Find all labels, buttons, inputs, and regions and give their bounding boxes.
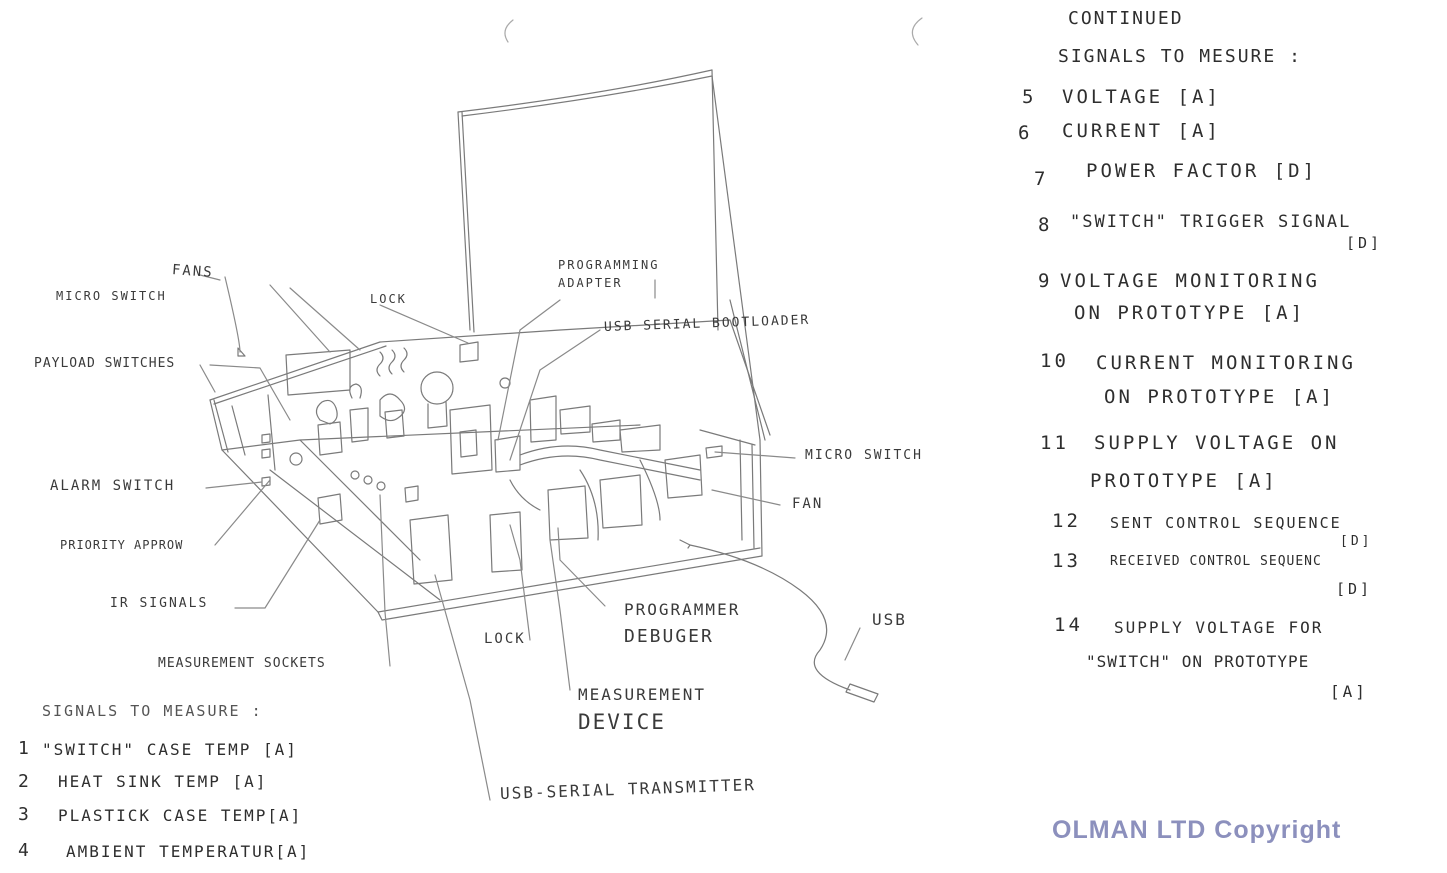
- signals-left-num-3: 3: [18, 804, 31, 825]
- signals-left-text-2: HEAT SINK TEMP [A]: [58, 772, 268, 791]
- signal-14-cont: "SWITCH" ON PROTOTYPE: [1086, 652, 1310, 671]
- case-body: [209, 319, 771, 621]
- signal-14-cont2: [A]: [1330, 682, 1368, 701]
- label-ir-signals: IR SIGNALS: [110, 596, 209, 611]
- signal-8-cont: [D]: [1346, 234, 1383, 252]
- signal-12-text: SENT CONTROL SEQUENCE: [1110, 514, 1342, 532]
- label-programming-adapter-2: ADAPTER: [558, 276, 623, 290]
- signal-13-text: RECEIVED CONTROL SEQUENC: [1110, 554, 1322, 569]
- label-measurement-device-1: MEASUREMENT: [578, 685, 706, 704]
- signal-6-num: 6: [1018, 122, 1033, 144]
- label-lock-top: LOCK: [370, 292, 407, 306]
- label-usb: USB: [872, 610, 907, 629]
- signal-8-text: "SWITCH" TRIGGER SIGNAL: [1070, 212, 1352, 232]
- signals-right-heading-continued: CONTINUED: [1068, 8, 1184, 29]
- label-priority-approw: PRIORITY APPROW: [60, 538, 184, 552]
- label-measurement-device-2: DEVICE: [578, 710, 666, 734]
- label-measurement-sockets: MEASUREMENT SOCKETS: [158, 656, 326, 671]
- copyright-watermark: OLMAN LTD Copyright: [1052, 816, 1342, 844]
- signals-left-text-4: AMBIENT TEMPERATUR[A]: [66, 842, 311, 861]
- label-micro-switch-left: MICRO SWITCH: [56, 289, 167, 303]
- signal-5-text: VOLTAGE [A]: [1062, 86, 1221, 108]
- signal-5-num: 5: [1022, 86, 1037, 108]
- signal-11-text: SUPPLY VOLTAGE ON: [1094, 432, 1340, 454]
- label-payload-switches: PAYLOAD SWITCHES: [34, 356, 176, 371]
- signal-10-num: 10: [1040, 350, 1069, 372]
- label-lock-bottom: LOCK: [484, 631, 526, 647]
- signals-left-num-2: 2: [18, 771, 31, 792]
- signals-left-num-1: 1: [18, 738, 31, 759]
- label-programming-adapter-1: PROGRAMMING: [558, 258, 660, 272]
- label-programmer-1: PROGRAMMER: [624, 600, 741, 619]
- label-alarm-switch: ALARM SWITCH: [50, 478, 176, 494]
- signals-left-num-4: 4: [18, 840, 31, 861]
- signal-12-cont: [D]: [1340, 534, 1373, 549]
- signals-right-heading: SIGNALS TO MESURE :: [1058, 46, 1302, 67]
- label-micro-switch-right: MICRO SWITCH: [805, 448, 923, 463]
- case-lid: [457, 69, 766, 441]
- signal-11-cont: PROTOTYPE [A]: [1090, 470, 1278, 492]
- signal-9-num: 9: [1038, 270, 1053, 292]
- scan-mark-left: [504, 19, 514, 43]
- signal-14-text: SUPPLY VOLTAGE FOR: [1114, 618, 1324, 637]
- signal-10-text: CURRENT MONITORING: [1096, 352, 1356, 374]
- signal-13-cont: [D]: [1336, 580, 1373, 598]
- signals-left-text-3: PLASTICK CASE TEMP[A]: [58, 806, 303, 825]
- signals-left-heading: SIGNALS TO MEASURE :: [42, 702, 263, 720]
- signal-7-text: POWER FACTOR [D]: [1086, 160, 1318, 182]
- leader-lines: [199, 274, 861, 801]
- signals-left-text-1: "SWITCH" CASE TEMP [A]: [42, 740, 298, 759]
- usb-plug-icon: [845, 683, 879, 703]
- signal-10-cont: ON PROTOTYPE [A]: [1104, 386, 1336, 408]
- label-programmer-2: DEBUGER: [624, 626, 714, 647]
- inner-components: [237, 341, 723, 585]
- signal-8-num: 8: [1038, 214, 1053, 236]
- signal-11-num: 11: [1040, 432, 1069, 454]
- signal-9-text: VOLTAGE MONITORING: [1060, 270, 1320, 292]
- signal-9-cont: ON PROTOTYPE [A]: [1074, 302, 1306, 324]
- signal-7-num: 7: [1034, 168, 1049, 190]
- signal-6-text: CURRENT [A]: [1062, 120, 1221, 142]
- signal-12-num: 12: [1052, 510, 1081, 532]
- label-fans: FANS: [171, 262, 215, 281]
- usb-cable: [689, 544, 851, 691]
- signal-14-num: 14: [1054, 614, 1083, 636]
- signal-13-num: 13: [1052, 550, 1081, 572]
- label-fan: FAN: [792, 496, 824, 512]
- scan-mark-right: [911, 17, 923, 46]
